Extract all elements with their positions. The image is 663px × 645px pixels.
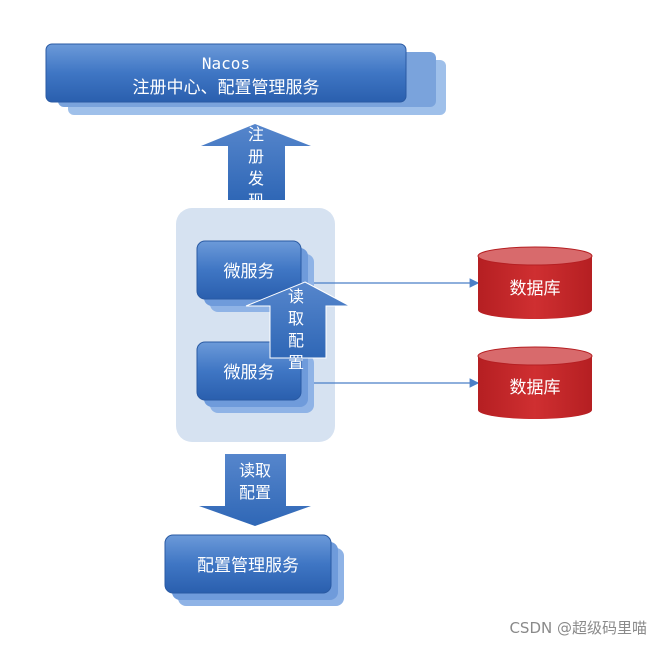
database-cylinder-1: 数据库	[477, 246, 593, 319]
register-discovery-arrow: 注 册 发 现	[201, 124, 311, 210]
nacos-box: Nacos 注册中心、配置管理服务	[45, 43, 446, 115]
read-config-inner-arrow: 读 取 配 置	[245, 281, 351, 372]
read-config-bottom-line-2: 配置	[239, 483, 271, 502]
read-config-bottom-line-1: 读取	[239, 461, 271, 480]
nacos-title: Nacos	[202, 54, 250, 73]
read-config-down-arrow: 读取 配置	[199, 454, 311, 526]
register-char-2: 册	[248, 147, 264, 166]
read-config-char-4: 置	[288, 353, 304, 372]
read-config-char-3: 配	[288, 331, 304, 350]
microservice-label-2: 微服务	[224, 363, 275, 383]
microservice-label-1: 微服务	[224, 262, 275, 282]
read-config-char-2: 取	[288, 309, 304, 328]
register-char-3: 发	[248, 169, 264, 188]
read-config-char-1: 读	[288, 287, 304, 306]
config-service-label: 配置管理服务	[197, 556, 299, 576]
register-char-4: 现	[248, 191, 264, 210]
watermark: CSDN @超级码里喵	[509, 619, 647, 637]
database-label-2: 数据库	[510, 378, 561, 398]
database-label-1: 数据库	[510, 279, 561, 299]
nacos-subtitle: 注册中心、配置管理服务	[133, 78, 320, 98]
register-char-1: 注	[248, 125, 264, 144]
database-cylinder-2: 数据库	[477, 346, 593, 419]
config-service-box: 配置管理服务	[164, 534, 344, 606]
